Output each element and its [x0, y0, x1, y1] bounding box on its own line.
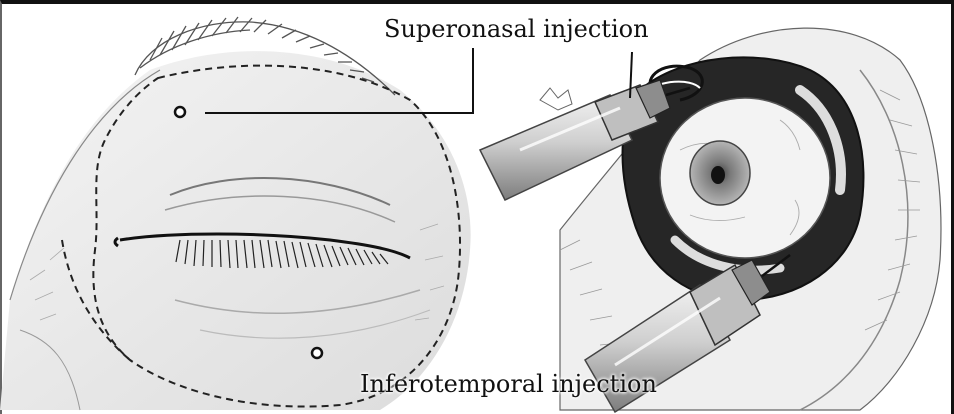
- inferotemporal-site-marker: [312, 348, 322, 358]
- superonasal-injection-label: Superonasal injection: [384, 17, 649, 41]
- inferotemporal-injection-label: Inferotemporal injection: [360, 372, 657, 396]
- closed-eye-drawing: [0, 17, 471, 410]
- orbit-drawing: [480, 28, 941, 412]
- pupil: [711, 166, 725, 184]
- superonasal-site-marker: [175, 107, 185, 117]
